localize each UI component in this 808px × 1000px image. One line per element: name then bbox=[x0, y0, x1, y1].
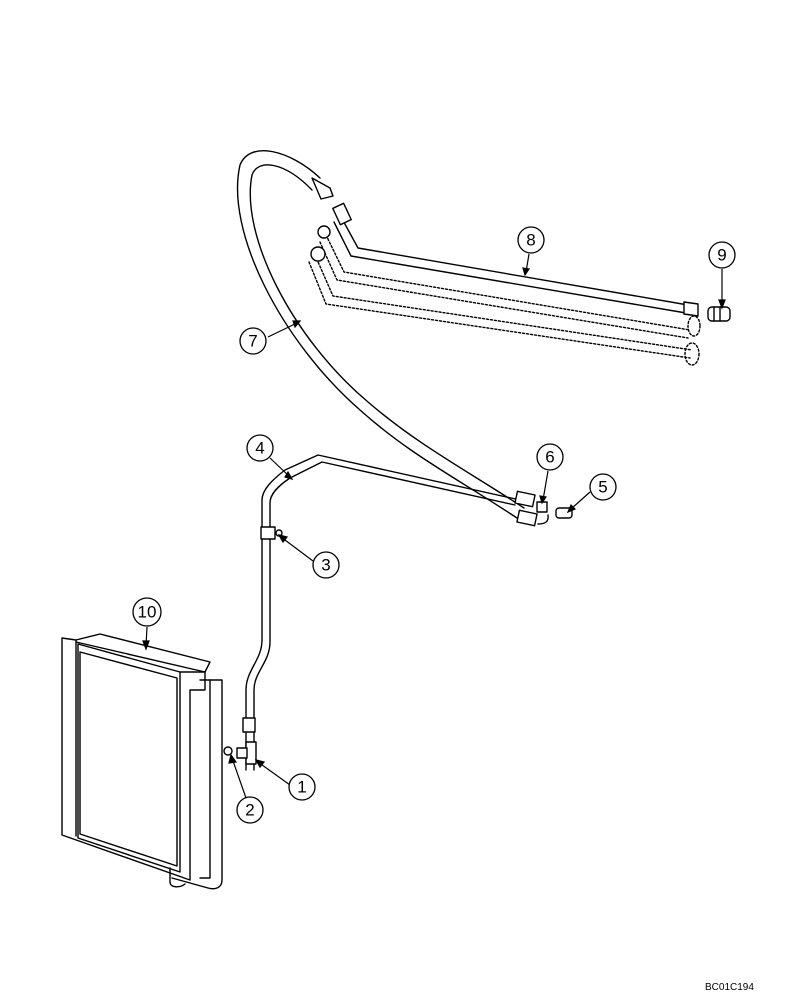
svg-text:2: 2 bbox=[245, 801, 254, 820]
hose-7 bbox=[236, 150, 525, 521]
callout-1[interactable]: 1 bbox=[288, 773, 316, 801]
svg-text:1: 1 bbox=[297, 778, 306, 797]
svg-text:6: 6 bbox=[545, 448, 554, 467]
callout-2[interactable]: 2 bbox=[236, 796, 264, 824]
svg-text:7: 7 bbox=[248, 332, 257, 351]
leader-lines bbox=[142, 253, 726, 799]
o-ring-2 bbox=[223, 746, 233, 756]
document-id: BC01C194 bbox=[705, 982, 754, 993]
callout-5[interactable]: 5 bbox=[589, 473, 617, 501]
callout-4[interactable]: 4 bbox=[246, 434, 274, 462]
fitting-9 bbox=[707, 306, 731, 322]
callout-10[interactable]: 10 bbox=[132, 597, 162, 627]
radiator-10 bbox=[61, 633, 223, 890]
svg-text:4: 4 bbox=[255, 439, 264, 458]
callout-9[interactable]: 9 bbox=[708, 241, 736, 269]
callout-8[interactable]: 8 bbox=[517, 226, 545, 254]
tube-8 bbox=[308, 202, 701, 366]
svg-text:5: 5 bbox=[598, 478, 607, 497]
tee-fitting-1 bbox=[236, 717, 257, 765]
callout-6[interactable]: 6 bbox=[536, 443, 564, 471]
svg-text:10: 10 bbox=[138, 603, 157, 622]
tube-4 bbox=[245, 454, 538, 771]
callout-7[interactable]: 7 bbox=[239, 327, 267, 355]
svg-text:3: 3 bbox=[321, 556, 330, 575]
svg-text:8: 8 bbox=[526, 231, 535, 250]
svg-text:9: 9 bbox=[717, 246, 726, 265]
callout-3[interactable]: 3 bbox=[312, 551, 340, 579]
clamp-3 bbox=[260, 526, 283, 540]
